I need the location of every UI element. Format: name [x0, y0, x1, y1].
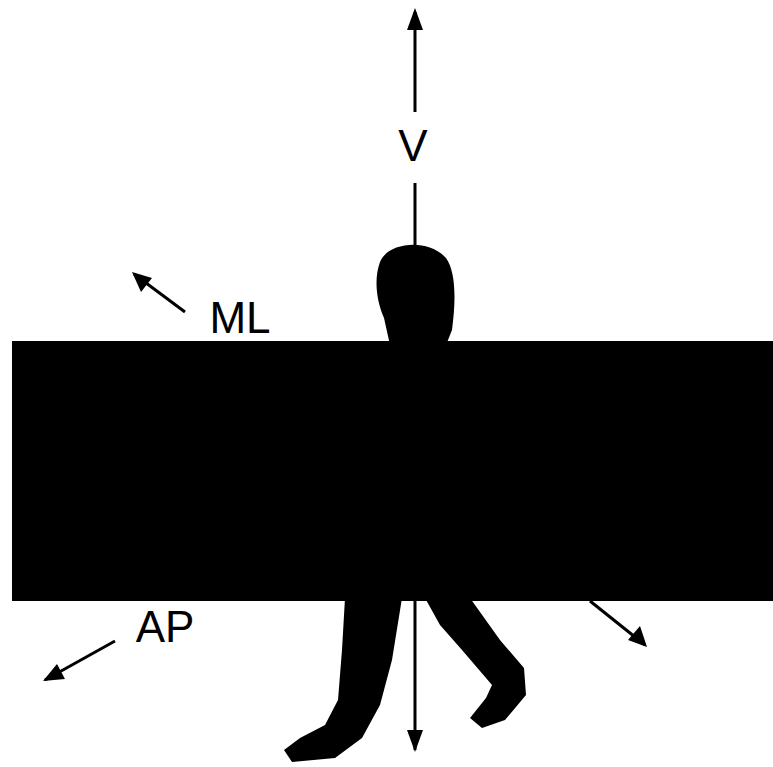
- v-axis-down: [414, 600, 417, 750]
- axis-label: AP: [136, 605, 195, 649]
- left-leg: [284, 598, 402, 762]
- arrow-head: [407, 730, 423, 752]
- right-leg: [425, 598, 526, 728]
- arrow-head: [628, 626, 647, 647]
- v-axis-line: [414, 183, 417, 245]
- head: [377, 245, 455, 345]
- axis-label: ML: [209, 296, 270, 340]
- black-block: [12, 341, 773, 601]
- arrow-head: [132, 272, 152, 292]
- arrow-head: [43, 664, 65, 681]
- axis-label: V: [398, 124, 427, 168]
- arrow-head: [407, 8, 423, 30]
